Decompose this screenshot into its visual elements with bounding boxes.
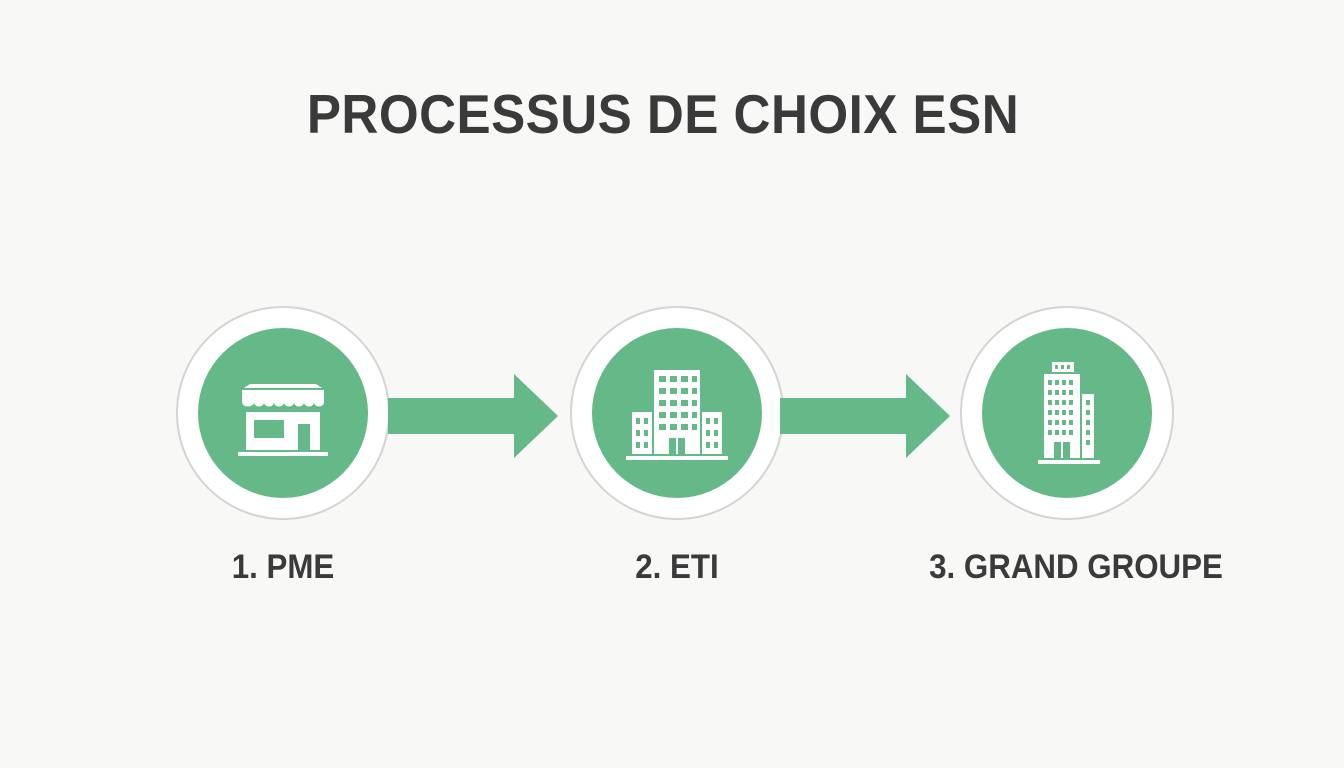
flow-arrow: [388, 374, 558, 458]
step-1-label: 1. PME: [231, 548, 335, 586]
step-2-circle: [570, 306, 784, 520]
skyscraper-icon: [1038, 362, 1100, 464]
step-3-label: 3. GRAND GROUPE: [929, 548, 1223, 586]
step-1-circle: [176, 306, 390, 520]
diagram-title: PROCESSUS DE CHOIX ESN: [306, 83, 1020, 145]
flow-arrow: [780, 374, 950, 458]
step-3-circle: [960, 306, 1174, 520]
storefront-icon: [238, 384, 328, 456]
step-2-label: 2. ETI: [635, 548, 719, 586]
office-building-icon: [626, 370, 728, 460]
